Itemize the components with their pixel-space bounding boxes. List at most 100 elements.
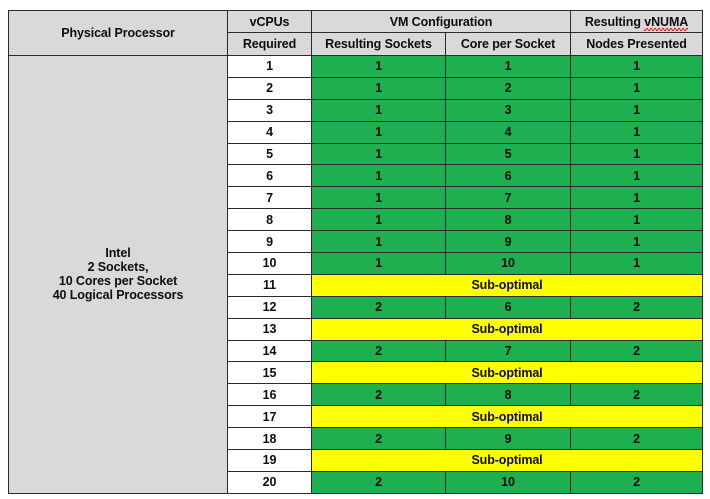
cell-vcpus-required: 9 (227, 230, 312, 254)
processor-description-line-1: Intel (105, 246, 131, 261)
cell-resulting-sockets: 1 (311, 186, 446, 210)
cell-suboptimal: Sub-optimal (311, 273, 703, 297)
column-header-vcpus-required: vCPUs (227, 10, 312, 33)
numa-table-container: Physical Processor vCPUs VM Configuratio… (8, 10, 703, 494)
header-row-2: Required Resulting Sockets Core per Sock… (9, 32, 703, 56)
column-header-resulting-sockets: Resulting Sockets (311, 32, 446, 56)
vnuma-configuration-table: Physical Processor vCPUs VM Configuratio… (8, 10, 703, 494)
resulting-vnuma-prefix: Resulting (584, 14, 645, 29)
column-header-nodes-presented: Nodes Presented (570, 32, 703, 56)
cell-resulting-sockets: 1 (311, 76, 446, 100)
cell-vcpus-required: 19 (227, 449, 312, 472)
cell-vnuma-nodes: 2 (570, 427, 703, 451)
cell-vnuma-nodes: 1 (570, 120, 703, 144)
cell-vnuma-nodes: 1 (570, 76, 703, 100)
cell-vcpus-required: 12 (227, 295, 312, 319)
cell-suboptimal: Sub-optimal (311, 361, 703, 385)
cell-core-per-socket: 10 (445, 470, 571, 494)
column-header-physical-processor: Physical Processor (8, 10, 228, 56)
cell-resulting-sockets: 2 (311, 339, 446, 363)
cell-vnuma-nodes: 2 (570, 295, 703, 319)
cell-core-per-socket: 1 (445, 55, 571, 78)
vnuma-misspelled-word: vNUMA (644, 14, 689, 31)
cell-core-per-socket: 9 (445, 427, 571, 451)
cell-vnuma-nodes: 1 (570, 98, 703, 122)
cell-vnuma-nodes: 2 (570, 470, 703, 494)
cell-resulting-sockets: 2 (311, 427, 446, 451)
cell-resulting-sockets: 2 (311, 295, 446, 319)
cell-vcpus-required: 10 (227, 252, 312, 275)
cell-resulting-sockets: 2 (311, 383, 446, 407)
column-header-required: Required (227, 32, 312, 56)
cell-resulting-sockets: 1 (311, 208, 446, 232)
cell-core-per-socket: 8 (445, 383, 571, 407)
cell-vcpus-required: 17 (227, 405, 312, 429)
processor-description-line-4: 40 Logical Processors (52, 288, 184, 303)
cell-vcpus-required: 1 (227, 55, 312, 78)
cell-resulting-sockets: 1 (311, 55, 446, 78)
cell-vcpus-required: 14 (227, 339, 312, 363)
cell-core-per-socket: 10 (445, 252, 571, 275)
cell-vcpus-required: 2 (227, 76, 312, 100)
cell-core-per-socket: 8 (445, 208, 571, 232)
cell-core-per-socket: 5 (445, 142, 571, 166)
cell-vcpus-required: 7 (227, 186, 312, 210)
cell-vcpus-required: 11 (227, 273, 312, 297)
cell-vcpus-required: 5 (227, 142, 312, 166)
cell-resulting-sockets: 1 (311, 98, 446, 122)
cell-vnuma-nodes: 1 (570, 252, 703, 275)
table-header: Physical Processor vCPUs VM Configuratio… (8, 10, 703, 56)
cell-vnuma-nodes: 2 (570, 383, 703, 407)
cell-vcpus-required: 20 (227, 470, 312, 494)
cell-vnuma-nodes: 1 (570, 208, 703, 232)
cell-suboptimal: Sub-optimal (311, 405, 703, 429)
cell-core-per-socket: 6 (445, 295, 571, 319)
cell-resulting-sockets: 1 (311, 230, 446, 254)
cell-vcpus-required: 16 (227, 383, 312, 407)
header-row-1: Physical Processor vCPUs VM Configuratio… (8, 10, 703, 56)
cell-core-per-socket: 3 (445, 98, 571, 122)
cell-core-per-socket: 7 (445, 186, 571, 210)
processor-description-line-2: 2 Sockets, (87, 260, 149, 275)
cell-vnuma-nodes: 1 (570, 230, 703, 254)
column-header-vm-configuration: VM Configuration (311, 10, 571, 33)
cell-vcpus-required: 13 (227, 317, 312, 341)
cell-resulting-sockets: 1 (311, 252, 446, 275)
cell-vcpus-required: 15 (227, 361, 312, 385)
cell-vnuma-nodes: 2 (570, 339, 703, 363)
column-header-core-per-socket: Core per Socket (445, 32, 571, 56)
cell-resulting-sockets: 1 (311, 142, 446, 166)
cell-core-per-socket: 9 (445, 230, 571, 254)
cell-vnuma-nodes: 1 (570, 142, 703, 166)
processor-description-line-3: 10 Cores per Socket (58, 274, 178, 289)
cell-suboptimal: Sub-optimal (311, 449, 703, 472)
cell-vnuma-nodes: 1 (570, 55, 703, 78)
cell-resulting-sockets: 2 (311, 470, 446, 494)
cell-vcpus-required: 4 (227, 120, 312, 144)
column-header-resulting-vnuma: Resulting vNUMA (570, 10, 703, 33)
cell-vcpus-required: 8 (227, 208, 312, 232)
cell-suboptimal: Sub-optimal (311, 317, 703, 341)
cell-vcpus-required: 6 (227, 164, 312, 188)
cell-vnuma-nodes: 1 (570, 164, 703, 188)
cell-core-per-socket: 2 (445, 76, 571, 100)
